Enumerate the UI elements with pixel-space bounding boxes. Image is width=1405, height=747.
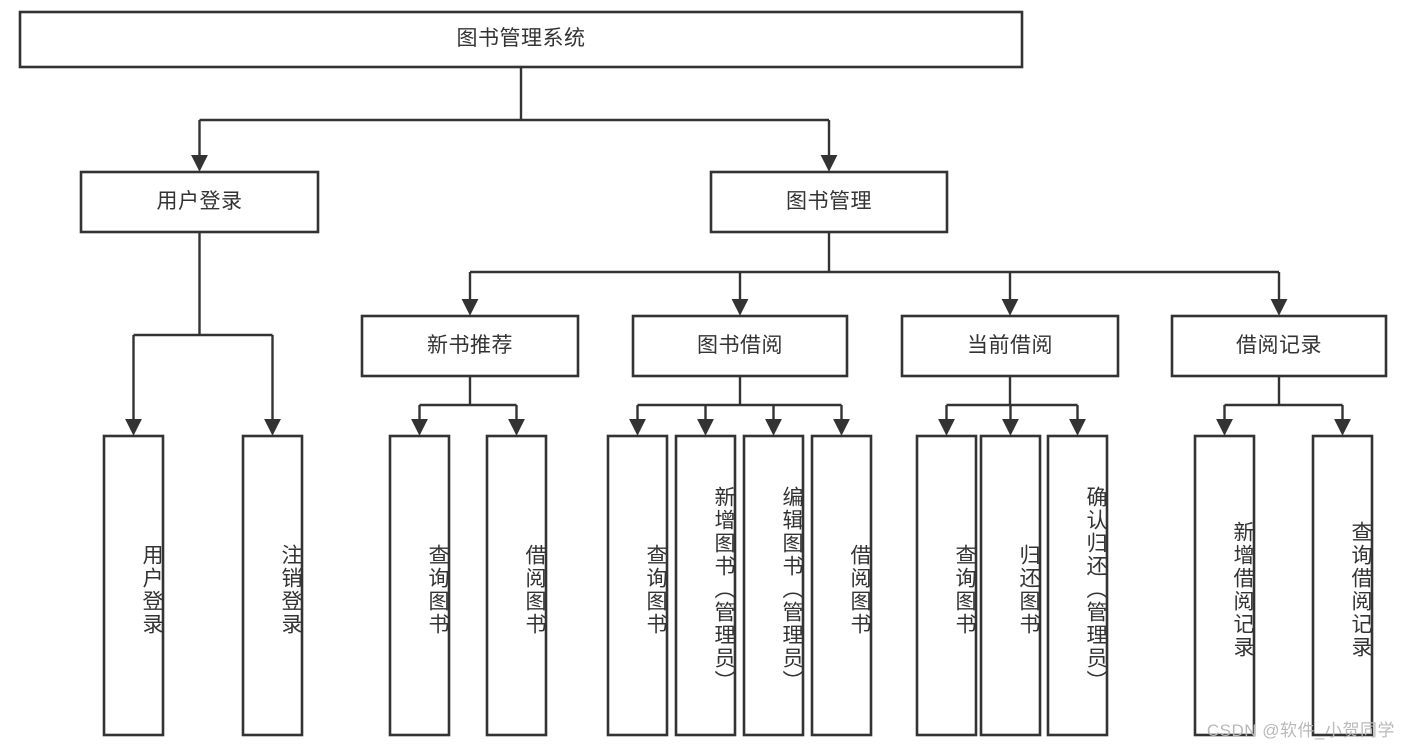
leaf-node-leaf-user-login[interactable]	[102, 434, 165, 737]
leaf-node-leaf-query-book-current[interactable]	[915, 434, 978, 737]
root-node[interactable]	[18, 10, 1024, 69]
level2-node-borrow-record[interactable]	[1170, 314, 1388, 378]
leaf-node-leaf-return-book[interactable]	[979, 434, 1042, 737]
leaf-node-leaf-confirm-return-admin[interactable]	[1046, 434, 1109, 737]
level2-node-new-book-recommend[interactable]	[360, 314, 580, 378]
leaf-node-leaf-add-borrow-record[interactable]	[1193, 434, 1256, 737]
leaf-node-leaf-query-book-borrow[interactable]	[606, 434, 669, 737]
connector-edges	[125, 67, 1351, 436]
leaf-node-leaf-query-book-rec[interactable]	[388, 434, 451, 737]
leaf-node-leaf-edit-book-admin[interactable]	[742, 434, 805, 737]
leaf-node-leaf-borrow-book-rec[interactable]	[485, 434, 548, 737]
level2-node-book-borrow[interactable]	[631, 314, 849, 378]
level1-node-user-login[interactable]	[79, 170, 320, 234]
node-boxes	[18, 10, 1388, 737]
leaf-node-leaf-query-borrow-record[interactable]	[1311, 434, 1374, 737]
level1-node-book-manage[interactable]	[709, 170, 949, 234]
leaf-node-leaf-add-book-admin[interactable]	[674, 434, 737, 737]
level2-node-current-borrow[interactable]	[900, 314, 1120, 378]
leaf-node-leaf-logout-login[interactable]	[241, 434, 304, 737]
leaf-node-leaf-borrow-book[interactable]	[810, 434, 873, 737]
